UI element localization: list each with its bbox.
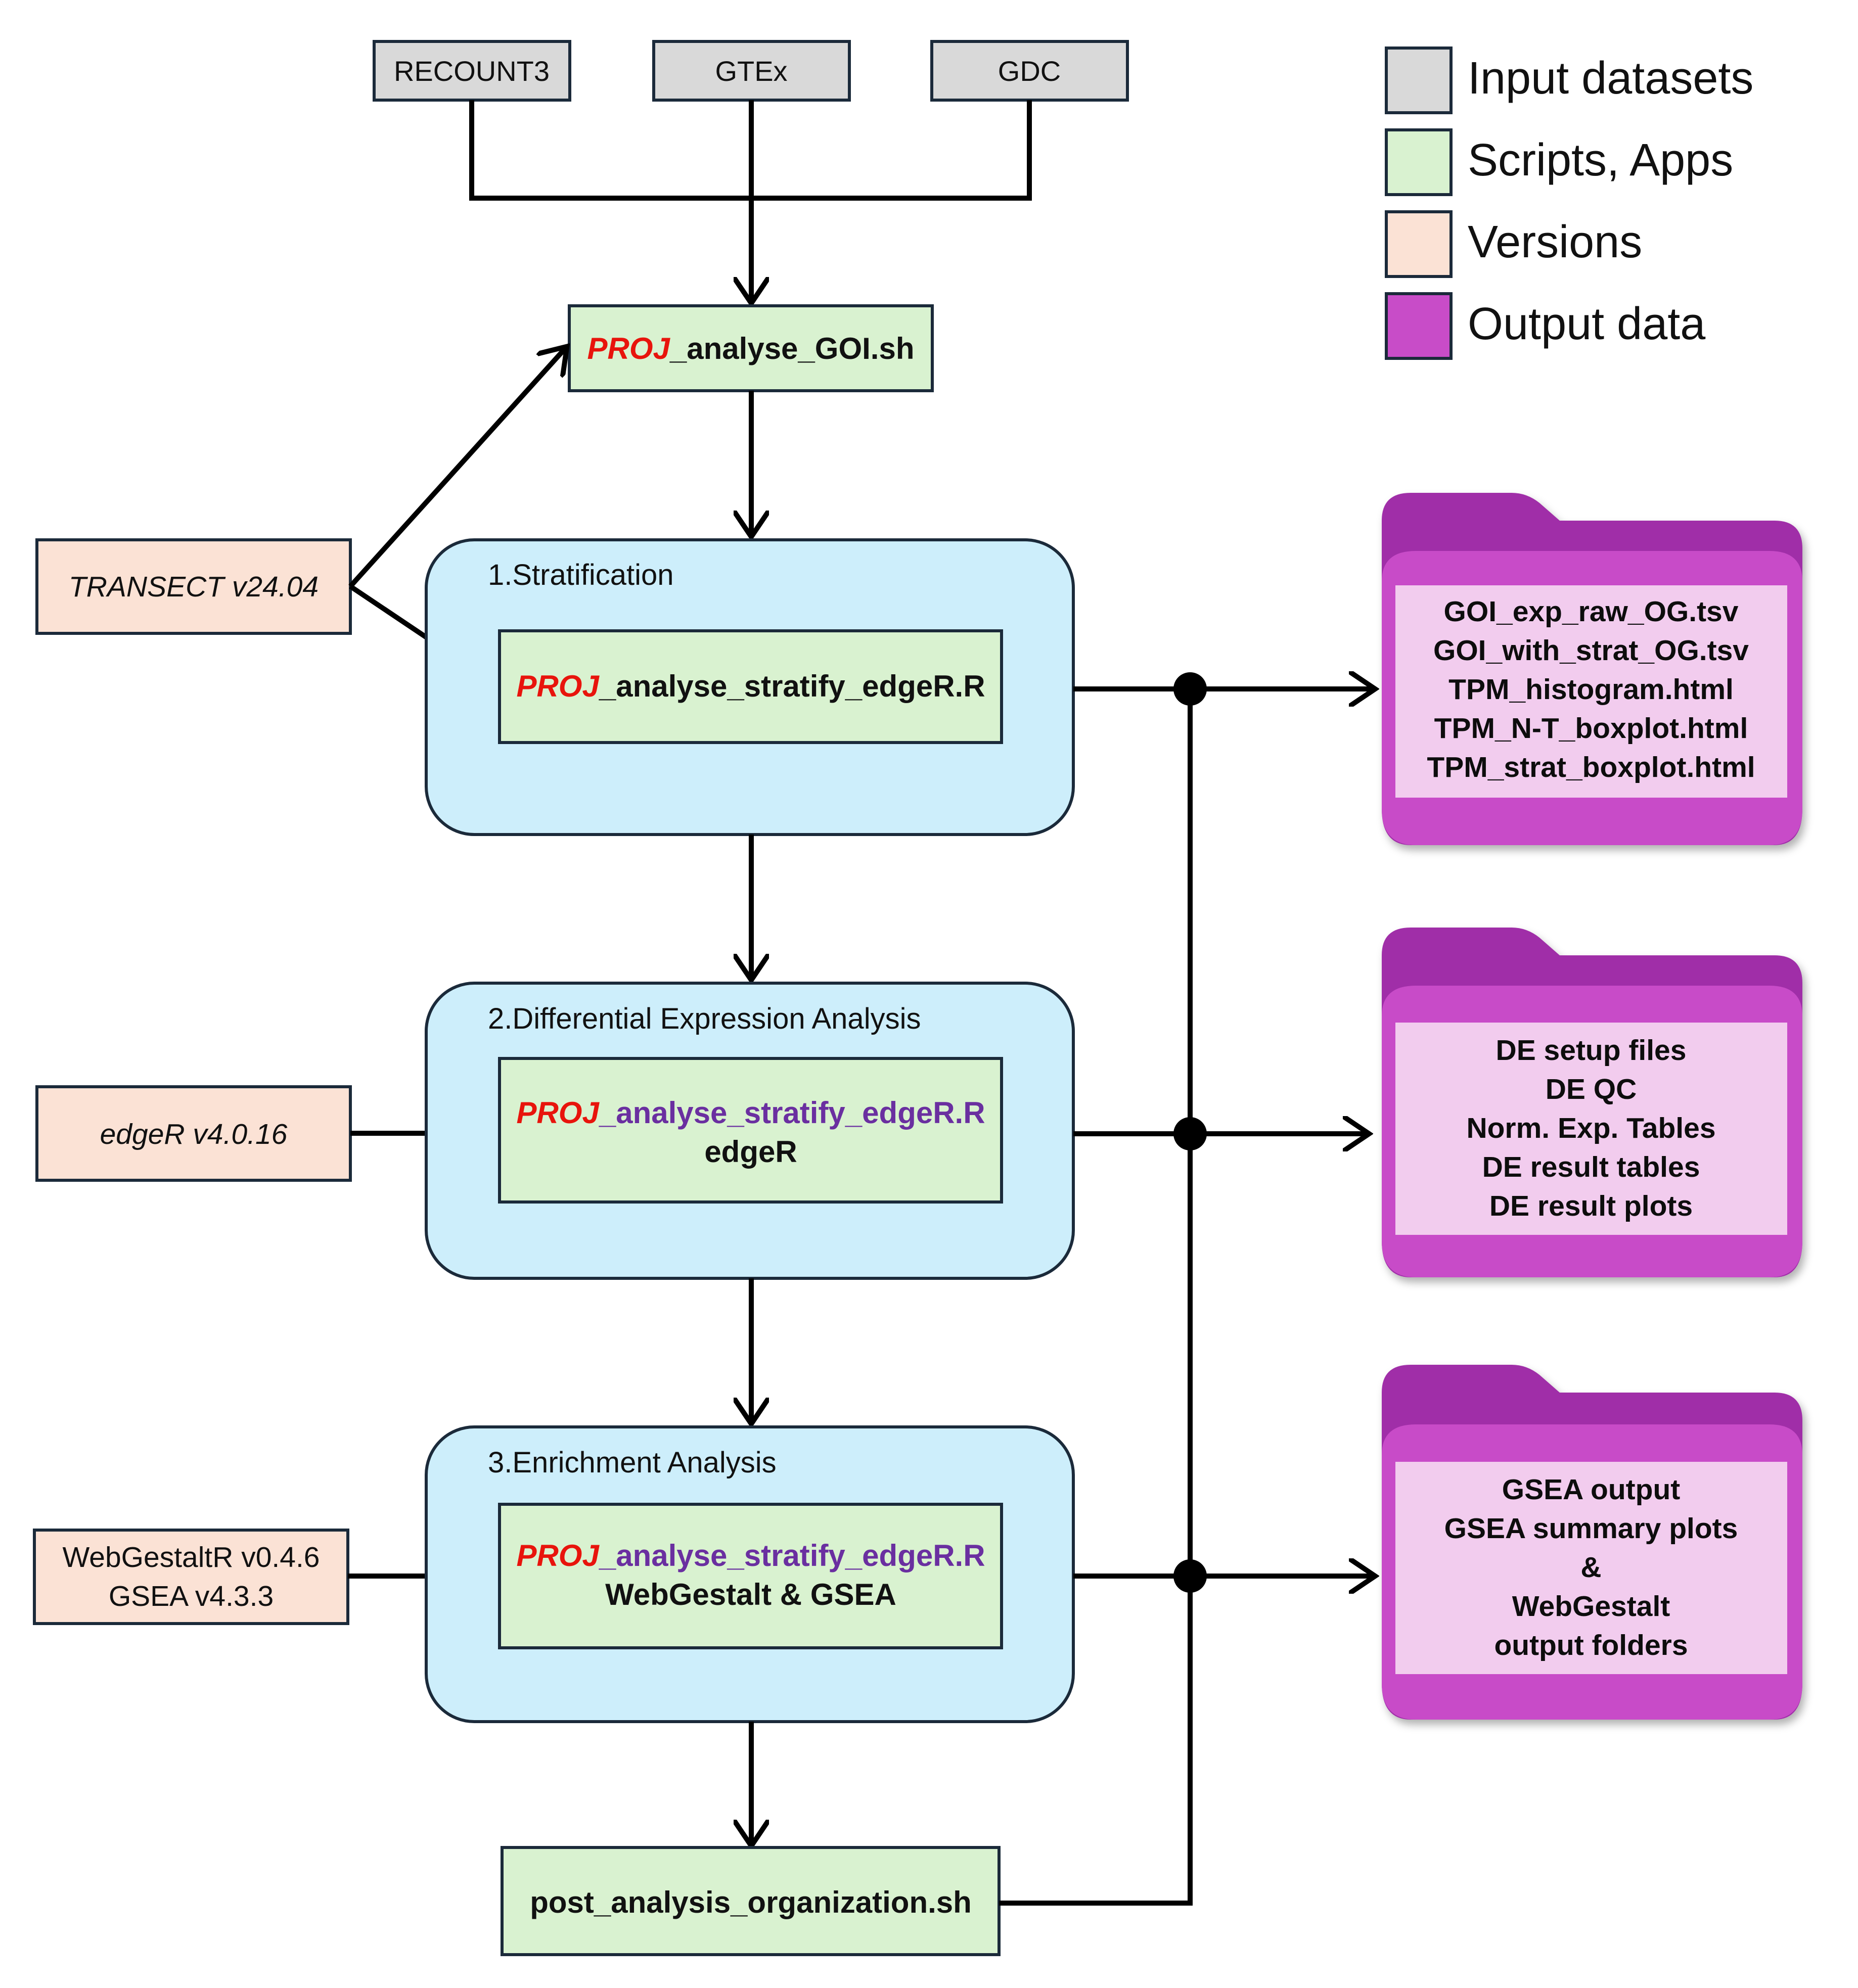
input-gdc: GDC [930, 40, 1129, 102]
goi-script-label: PROJ_analyse_GOI.sh [587, 332, 915, 365]
output-folder-2: DE setup files DE QC Norm. Exp. Tables D… [1382, 928, 1802, 1277]
legend-input-label: Input datasets [1468, 53, 1753, 104]
stratify-prefix-3: PROJ [516, 1539, 600, 1573]
legend-scripts-label: Scripts, Apps [1468, 135, 1733, 186]
stratify-prefix-1: PROJ [516, 669, 600, 703]
output-folder-2-items: DE setup files DE QC Norm. Exp. Tables D… [1466, 1034, 1715, 1222]
output-bus [999, 672, 1374, 1906]
goi-script-suffix: _analyse_GOI.sh [669, 332, 915, 365]
output-item: DE result tables [1482, 1151, 1700, 1183]
input-connectors [469, 100, 1032, 302]
stage-differential-expression: 2.Differential Expression Analysis PROJ_… [425, 982, 1075, 1280]
output-item: Norm. Exp. Tables [1466, 1112, 1715, 1144]
post-analysis-label: post_analysis_organization.sh [530, 1885, 972, 1919]
legend-item-versions: Versions [1385, 210, 1642, 278]
version-transect-box: TRANSECT v24.04 [35, 538, 352, 635]
stratify-suffix-1: _analyse_stratify_edgeR.R [599, 669, 985, 703]
legend-output-label: Output data [1468, 299, 1706, 349]
stage-enrichment: 3.Enrichment Analysis PROJ_analyse_strat… [425, 1425, 1075, 1723]
junction-dot [1173, 672, 1207, 706]
input-gtex-label: GTEx [715, 55, 787, 87]
legend: Input datasets Scripts, Apps Versions Ou… [1385, 47, 1753, 360]
output-item: DE setup files [1496, 1034, 1687, 1067]
output-folder-1-items: GOI_exp_raw_OG.tsv GOI_with_strat_OG.tsv… [1427, 595, 1755, 783]
stage-enrichment-title: 3.Enrichment Analysis [488, 1446, 777, 1479]
stratify-suffix-2: _analyse_stratify_edgeR.R [599, 1096, 985, 1130]
stratify-script-label-2: PROJ_analyse_stratify_edgeR.R [516, 1096, 985, 1130]
output-item: DE QC [1546, 1073, 1637, 1105]
junction-dot [1173, 1117, 1207, 1150]
output-folder-1: GOI_exp_raw_OG.tsv GOI_with_strat_OG.tsv… [1382, 493, 1802, 845]
junction-dot [1173, 1559, 1207, 1593]
stratify-script-label-1: PROJ_analyse_stratify_edgeR.R [516, 669, 985, 703]
de-tool-label: edgeR [704, 1135, 797, 1169]
input-gdc-label: GDC [998, 55, 1061, 87]
input-recount3-label: RECOUNT3 [394, 55, 550, 87]
goi-script-prefix: PROJ [587, 332, 671, 365]
version-enrichment-box: WebGestaltR v0.4.6 GSEA v4.3.3 [33, 1529, 349, 1625]
input-gtex: GTEx [652, 40, 851, 102]
output-item: GOI_exp_raw_OG.tsv [1444, 595, 1739, 628]
output-item: DE result plots [1489, 1190, 1693, 1222]
stratify-script-label-3: PROJ_analyse_stratify_edgeR.R [516, 1539, 985, 1573]
transect-to-goi-arrow [348, 347, 566, 588]
output-item: output folders [1494, 1629, 1688, 1661]
output-item: GSEA summary plots [1444, 1512, 1738, 1545]
version-transect-label: TRANSECT v24.04 [69, 571, 319, 603]
stratify-suffix-3: _analyse_stratify_edgeR.R [599, 1539, 985, 1573]
version-gsea-label: GSEA v4.3.3 [109, 1580, 274, 1612]
legend-item-output: Output data [1385, 292, 1706, 360]
stage-de-title: 2.Differential Expression Analysis [488, 1002, 921, 1035]
stage-stratification: 1.Stratification PROJ_analyse_stratify_e… [425, 538, 1075, 836]
version-edger-label: edgeR v4.0.16 [100, 1118, 288, 1150]
output-item: TPM_N-T_boxplot.html [1434, 712, 1748, 745]
input-recount3: RECOUNT3 [373, 40, 571, 102]
goi-script-box: PROJ_analyse_GOI.sh [568, 304, 934, 392]
legend-item-input: Input datasets [1385, 47, 1753, 114]
output-item: TPM_strat_boxplot.html [1427, 751, 1755, 783]
output-item: GSEA output [1502, 1473, 1681, 1506]
stage-stratification-title: 1.Stratification [488, 559, 674, 591]
output-item: TPM_histogram.html [1448, 673, 1734, 706]
version-edger-box: edgeR v4.0.16 [35, 1085, 352, 1182]
output-folder-3-items: GSEA output GSEA summary plots & WebGest… [1444, 1473, 1738, 1661]
output-item: GOI_with_strat_OG.tsv [1433, 634, 1749, 667]
legend-versions-label: Versions [1468, 217, 1642, 267]
output-folder-3: GSEA output GSEA summary plots & WebGest… [1382, 1365, 1802, 1720]
output-item: & [1580, 1551, 1601, 1584]
post-analysis-box: post_analysis_organization.sh [501, 1846, 1001, 1956]
output-item: WebGestalt [1512, 1590, 1670, 1623]
legend-item-scripts: Scripts, Apps [1385, 128, 1733, 196]
version-webgestalt-label: WebGestaltR v0.4.6 [62, 1541, 320, 1574]
enrich-tool-label: WebGestalt & GSEA [605, 1578, 896, 1611]
stratify-prefix-2: PROJ [516, 1096, 600, 1130]
